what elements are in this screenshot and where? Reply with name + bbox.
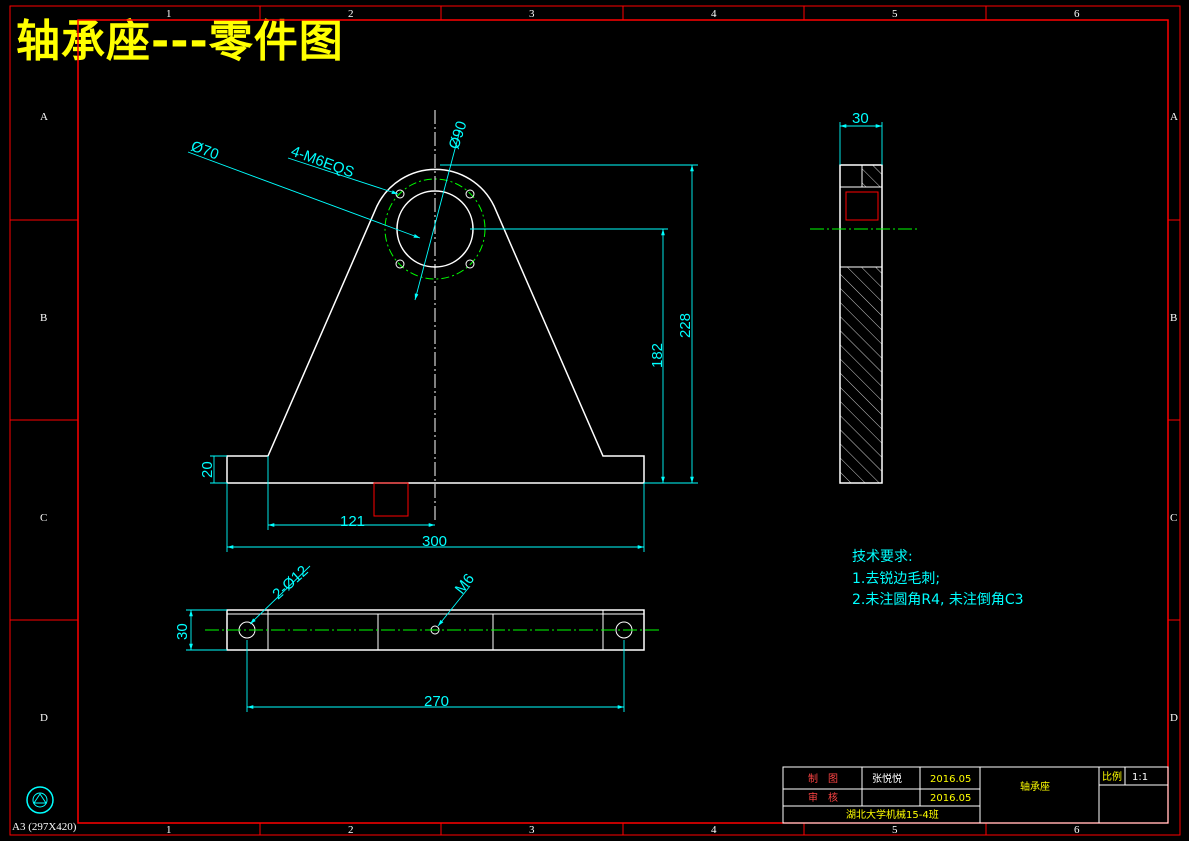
drawing-title: 轴承座---零件图 [16, 16, 344, 67]
zone-row-left: D [40, 712, 48, 724]
front-view-outline [226, 168, 645, 484]
zone-col-top: 4 [711, 8, 717, 20]
dim-total-width: 300 [422, 533, 447, 550]
zone-row-right: C [1170, 512, 1177, 524]
zone-col-bottom: 5 [892, 824, 898, 836]
base-slot [373, 482, 409, 517]
zone-col-top: 2 [348, 8, 354, 20]
zone-col-top: 6 [1074, 8, 1080, 20]
zone-row-right: B [1170, 312, 1177, 324]
tb-checked-date: 2016.05 [930, 793, 971, 804]
dim-thread: M6 [452, 571, 478, 598]
zone-col-top: 5 [892, 8, 898, 20]
tb-school: 湖北大学机械15-4班 [846, 808, 939, 821]
zone-row-left: B [40, 312, 47, 324]
dim-diameter-inner: Ø90 [446, 119, 471, 151]
thread-holes [395, 189, 475, 269]
zone-col-top: 1 [166, 8, 172, 20]
top-view [205, 609, 662, 651]
zone-row-left: A [40, 111, 48, 123]
dim-hole-spacing: 270 [424, 693, 449, 710]
tb-scale-label: 比例 [1102, 770, 1122, 783]
zone-col-bottom: 2 [348, 824, 354, 836]
tech-req-heading: 技术要求: [852, 549, 913, 565]
top-dimensions [186, 565, 625, 712]
dim-top-thickness: 30 [174, 623, 191, 640]
zone-row-right: D [1170, 712, 1178, 724]
zone-col-bottom: 4 [711, 824, 717, 836]
dim-total-height: 228 [677, 313, 694, 338]
tb-scale-value: 1:1 [1132, 772, 1148, 783]
side-slot [845, 191, 879, 221]
dim-center-height: 182 [649, 343, 666, 368]
zone-col-bottom: 3 [529, 824, 535, 836]
sheet-size: A3 (297X420) [12, 821, 77, 833]
zone-row-left: C [40, 512, 47, 524]
tb-drawn-by: 张悦悦 [872, 772, 902, 785]
dim-half-width: 121 [340, 513, 365, 530]
sheet-frame [9, 5, 1181, 836]
dim-base-height: 20 [199, 461, 216, 478]
school-logo-icon [26, 786, 54, 814]
zone-row-right: A [1170, 111, 1178, 123]
front-dimensions [187, 129, 698, 552]
dim-side-thickness: 30 [852, 110, 869, 127]
tb-checked-label: 审 核 [808, 791, 838, 804]
tech-req-item: 2.未注圆角R4, 未注倒角C3 [852, 592, 1024, 608]
tb-drawn-label: 制 图 [808, 772, 838, 785]
tb-part-name: 轴承座 [1020, 780, 1050, 793]
front-view [226, 110, 645, 520]
dim-mount-holes: 2-Ø12 [269, 562, 311, 603]
tech-req-item: 1.去锐边毛刺; [852, 571, 940, 587]
zone-col-bottom: 1 [166, 824, 172, 836]
dim-diameter-outer: Ø70 [189, 138, 221, 164]
zone-col-bottom: 6 [1074, 824, 1080, 836]
zone-col-top: 3 [529, 8, 535, 20]
title-block [782, 766, 1169, 824]
dim-thread-holes: 4-M6EQS [289, 143, 357, 182]
tb-drawn-date: 2016.05 [930, 774, 971, 785]
side-view [810, 122, 918, 484]
